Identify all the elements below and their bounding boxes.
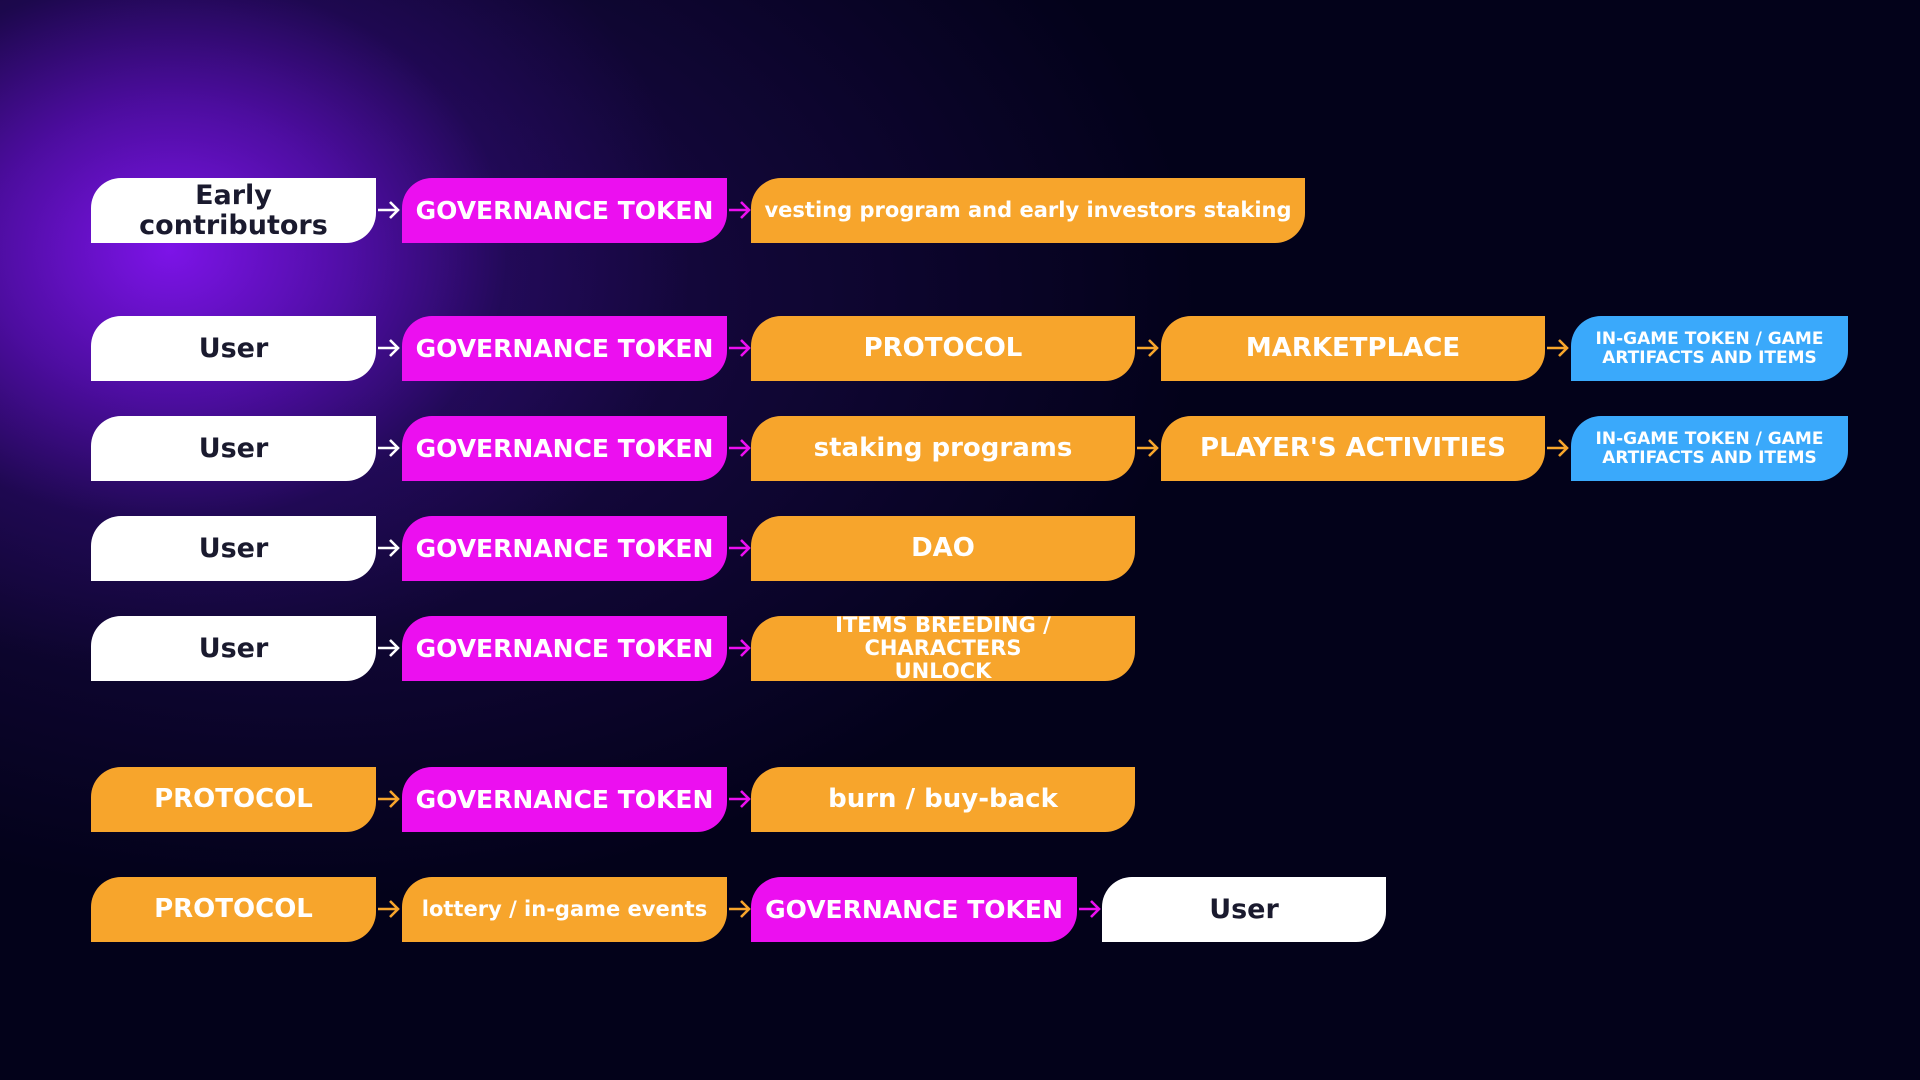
flow-row-early-contributors: Early contributors GOVERNANCE TOKEN vest… [0, 178, 1920, 243]
flow-row-dao: User GOVERNANCE TOKEN DAO [0, 516, 1920, 581]
node-governance-token: GOVERNANCE TOKEN [751, 877, 1077, 942]
node-staking-programs: staking programs [751, 416, 1135, 481]
node-governance-token: GOVERNANCE TOKEN [402, 178, 727, 243]
arrow-right-icon [377, 897, 401, 921]
arrow-right-icon [377, 336, 401, 360]
node-in-game-token: IN-GAME TOKEN / GAME ARTIFACTS AND ITEMS [1571, 416, 1848, 481]
node-governance-token: GOVERNANCE TOKEN [402, 767, 727, 832]
arrow-right-icon [377, 198, 401, 222]
node-governance-token: GOVERNANCE TOKEN [402, 316, 727, 381]
flow-row-lottery: PROTOCOL lottery / in-game events GOVERN… [0, 877, 1920, 942]
node-dao: DAO [751, 516, 1135, 581]
node-governance-token: GOVERNANCE TOKEN [402, 616, 727, 681]
node-governance-token: GOVERNANCE TOKEN [402, 416, 727, 481]
flow-row-burn: PROTOCOL GOVERNANCE TOKEN burn / buy-bac… [0, 767, 1920, 832]
node-lottery-events: lottery / in-game events [402, 877, 727, 942]
node-user: User [91, 316, 376, 381]
arrow-right-icon [377, 787, 401, 811]
flow-row-items-breeding: User GOVERNANCE TOKEN ITEMS BREEDING / C… [0, 613, 1920, 683]
node-items-breeding: ITEMS BREEDING / CHARACTERS UNLOCK [751, 613, 1135, 683]
flow-row-marketplace: User GOVERNANCE TOKEN PROTOCOL MARKETPLA… [0, 316, 1920, 381]
node-governance-token: GOVERNANCE TOKEN [402, 516, 727, 581]
node-user: User [91, 616, 376, 681]
node-in-game-token: IN-GAME TOKEN / GAME ARTIFACTS AND ITEMS [1571, 316, 1848, 381]
arrow-right-icon [377, 436, 401, 460]
arrow-right-icon [728, 897, 752, 921]
node-user: User [1102, 877, 1386, 942]
arrow-right-icon [1546, 336, 1570, 360]
arrow-right-icon [728, 336, 752, 360]
node-vesting-program: vesting program and early investors stak… [751, 178, 1305, 243]
arrow-right-icon [377, 536, 401, 560]
arrow-right-icon [1136, 336, 1160, 360]
arrow-right-icon [377, 636, 401, 660]
arrow-right-icon [728, 536, 752, 560]
node-protocol: PROTOCOL [91, 877, 376, 942]
node-protocol: PROTOCOL [91, 767, 376, 832]
node-burn-buy-back: burn / buy-back [751, 767, 1135, 832]
node-user: User [91, 416, 376, 481]
arrow-right-icon [1546, 436, 1570, 460]
arrow-right-icon [728, 436, 752, 460]
arrow-right-icon [728, 787, 752, 811]
arrow-right-icon [728, 198, 752, 222]
node-protocol: PROTOCOL [751, 316, 1135, 381]
node-user: User [91, 516, 376, 581]
arrow-right-icon [1136, 436, 1160, 460]
arrow-right-icon [1078, 897, 1102, 921]
node-marketplace: MARKETPLACE [1161, 316, 1545, 381]
node-early-contributors: Early contributors [91, 178, 376, 243]
arrow-right-icon [728, 636, 752, 660]
flow-row-staking: User GOVERNANCE TOKEN staking programs P… [0, 416, 1920, 481]
node-players-activities: PLAYER'S ACTIVITIES [1161, 416, 1545, 481]
